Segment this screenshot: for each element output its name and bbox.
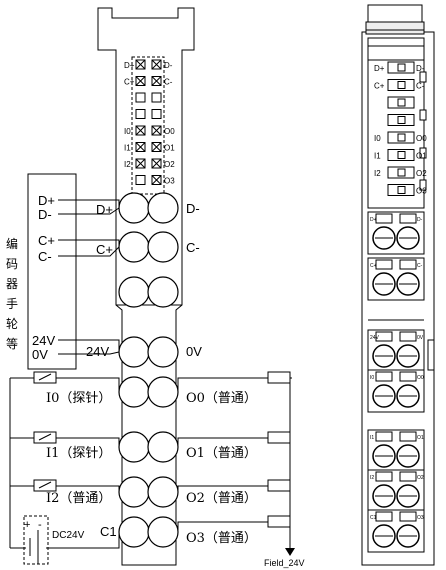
indicator-label-left: I2 xyxy=(124,160,131,169)
label-supply-minus: - xyxy=(38,519,42,531)
led-label-left: I0 xyxy=(374,134,381,143)
encoder-term-0v: 0V xyxy=(32,347,48,362)
wires xyxy=(9,199,292,549)
encoder-term-24v: 24V xyxy=(32,333,55,348)
indicator-box xyxy=(135,109,146,119)
led-label-right: D- xyxy=(416,64,425,73)
encoder-box xyxy=(27,173,77,370)
encoder-term-dminus: D- xyxy=(38,207,52,222)
label-in1: I1（探针） xyxy=(46,446,111,461)
label-in0: I0（探针） xyxy=(46,391,111,406)
label-out1: O1（普通） xyxy=(186,446,257,461)
label-0v: 0V xyxy=(186,344,202,359)
block-label-right: 0V xyxy=(417,335,424,341)
block-label-left: I2 xyxy=(370,475,374,481)
led-label-right: O3 xyxy=(416,187,427,196)
led-label-right: C- xyxy=(416,82,425,91)
block-label-right: O1 xyxy=(417,435,424,441)
led-label-left: C+ xyxy=(374,82,385,91)
label-dminus: D- xyxy=(186,201,200,216)
encoder-title: 编 码 器 手 轮 等 xyxy=(6,236,22,351)
encoder-term-cminus: C- xyxy=(38,249,52,264)
label-out3: O3（普通） xyxy=(186,531,257,546)
block-label-left: 24V xyxy=(370,335,380,341)
indicator-box xyxy=(135,175,146,185)
indicator-label-left: I0 xyxy=(124,127,131,136)
indicator-label-right: O1 xyxy=(164,144,175,153)
label-cminus: C- xyxy=(186,240,200,255)
indicator-label-right: C- xyxy=(164,78,173,87)
input-switches xyxy=(33,371,57,492)
block-label-right: C- xyxy=(417,263,423,269)
block-label-right: O3 xyxy=(417,515,424,521)
block-label-left: C1 xyxy=(370,515,377,521)
led-label-left: I2 xyxy=(374,169,381,178)
indicator-label-right: O3 xyxy=(164,177,175,186)
label-supply-plus: + xyxy=(24,519,30,531)
led-label-right: O1 xyxy=(416,152,427,161)
block-label-left: D+ xyxy=(370,217,377,223)
indicator-label-right: D- xyxy=(164,61,173,70)
label-out2: O2（普通） xyxy=(186,491,257,506)
led-label-left: D+ xyxy=(374,64,385,73)
led-label-right: O0 xyxy=(416,134,427,143)
terminal-circles xyxy=(118,192,179,548)
label-out0: O0（普通） xyxy=(186,391,257,406)
indicator-label-right: O2 xyxy=(164,160,175,169)
wire-label-24v: 24V xyxy=(86,344,109,359)
wire-label-cplus: C+ xyxy=(96,242,113,257)
block-label-left: C+ xyxy=(370,263,377,269)
encoder-term-dplus: D+ xyxy=(38,193,55,208)
block-label-left: I1 xyxy=(370,435,374,441)
led-label-right: O2 xyxy=(416,169,427,178)
indicator-box xyxy=(151,92,162,103)
indicator-label-left: I1 xyxy=(124,144,131,153)
encoder-term-cplus: C+ xyxy=(38,233,55,248)
wire-label-dplus: D+ xyxy=(96,202,113,217)
indicator-box xyxy=(135,92,146,103)
label-in2: I2（普通） xyxy=(46,491,111,506)
label-c1: C1 xyxy=(100,524,117,539)
indicator-box xyxy=(151,109,162,119)
dc-supply xyxy=(23,515,49,565)
field-arrow xyxy=(285,522,295,556)
label-field: Field_24V xyxy=(264,558,305,568)
block-label-right: O0 xyxy=(417,375,424,381)
label-dc24v: DC24V xyxy=(52,530,85,541)
indicator-label-right: O0 xyxy=(164,127,175,136)
indicator-label-left: D+ xyxy=(124,61,135,70)
block-label-right: D- xyxy=(417,217,423,223)
block-label-right: O2 xyxy=(417,475,424,481)
indicator-label-left: C+ xyxy=(124,78,135,87)
block-label-left: I0 xyxy=(370,375,374,381)
output-loads xyxy=(267,371,291,528)
led-label-left: I1 xyxy=(374,152,381,161)
